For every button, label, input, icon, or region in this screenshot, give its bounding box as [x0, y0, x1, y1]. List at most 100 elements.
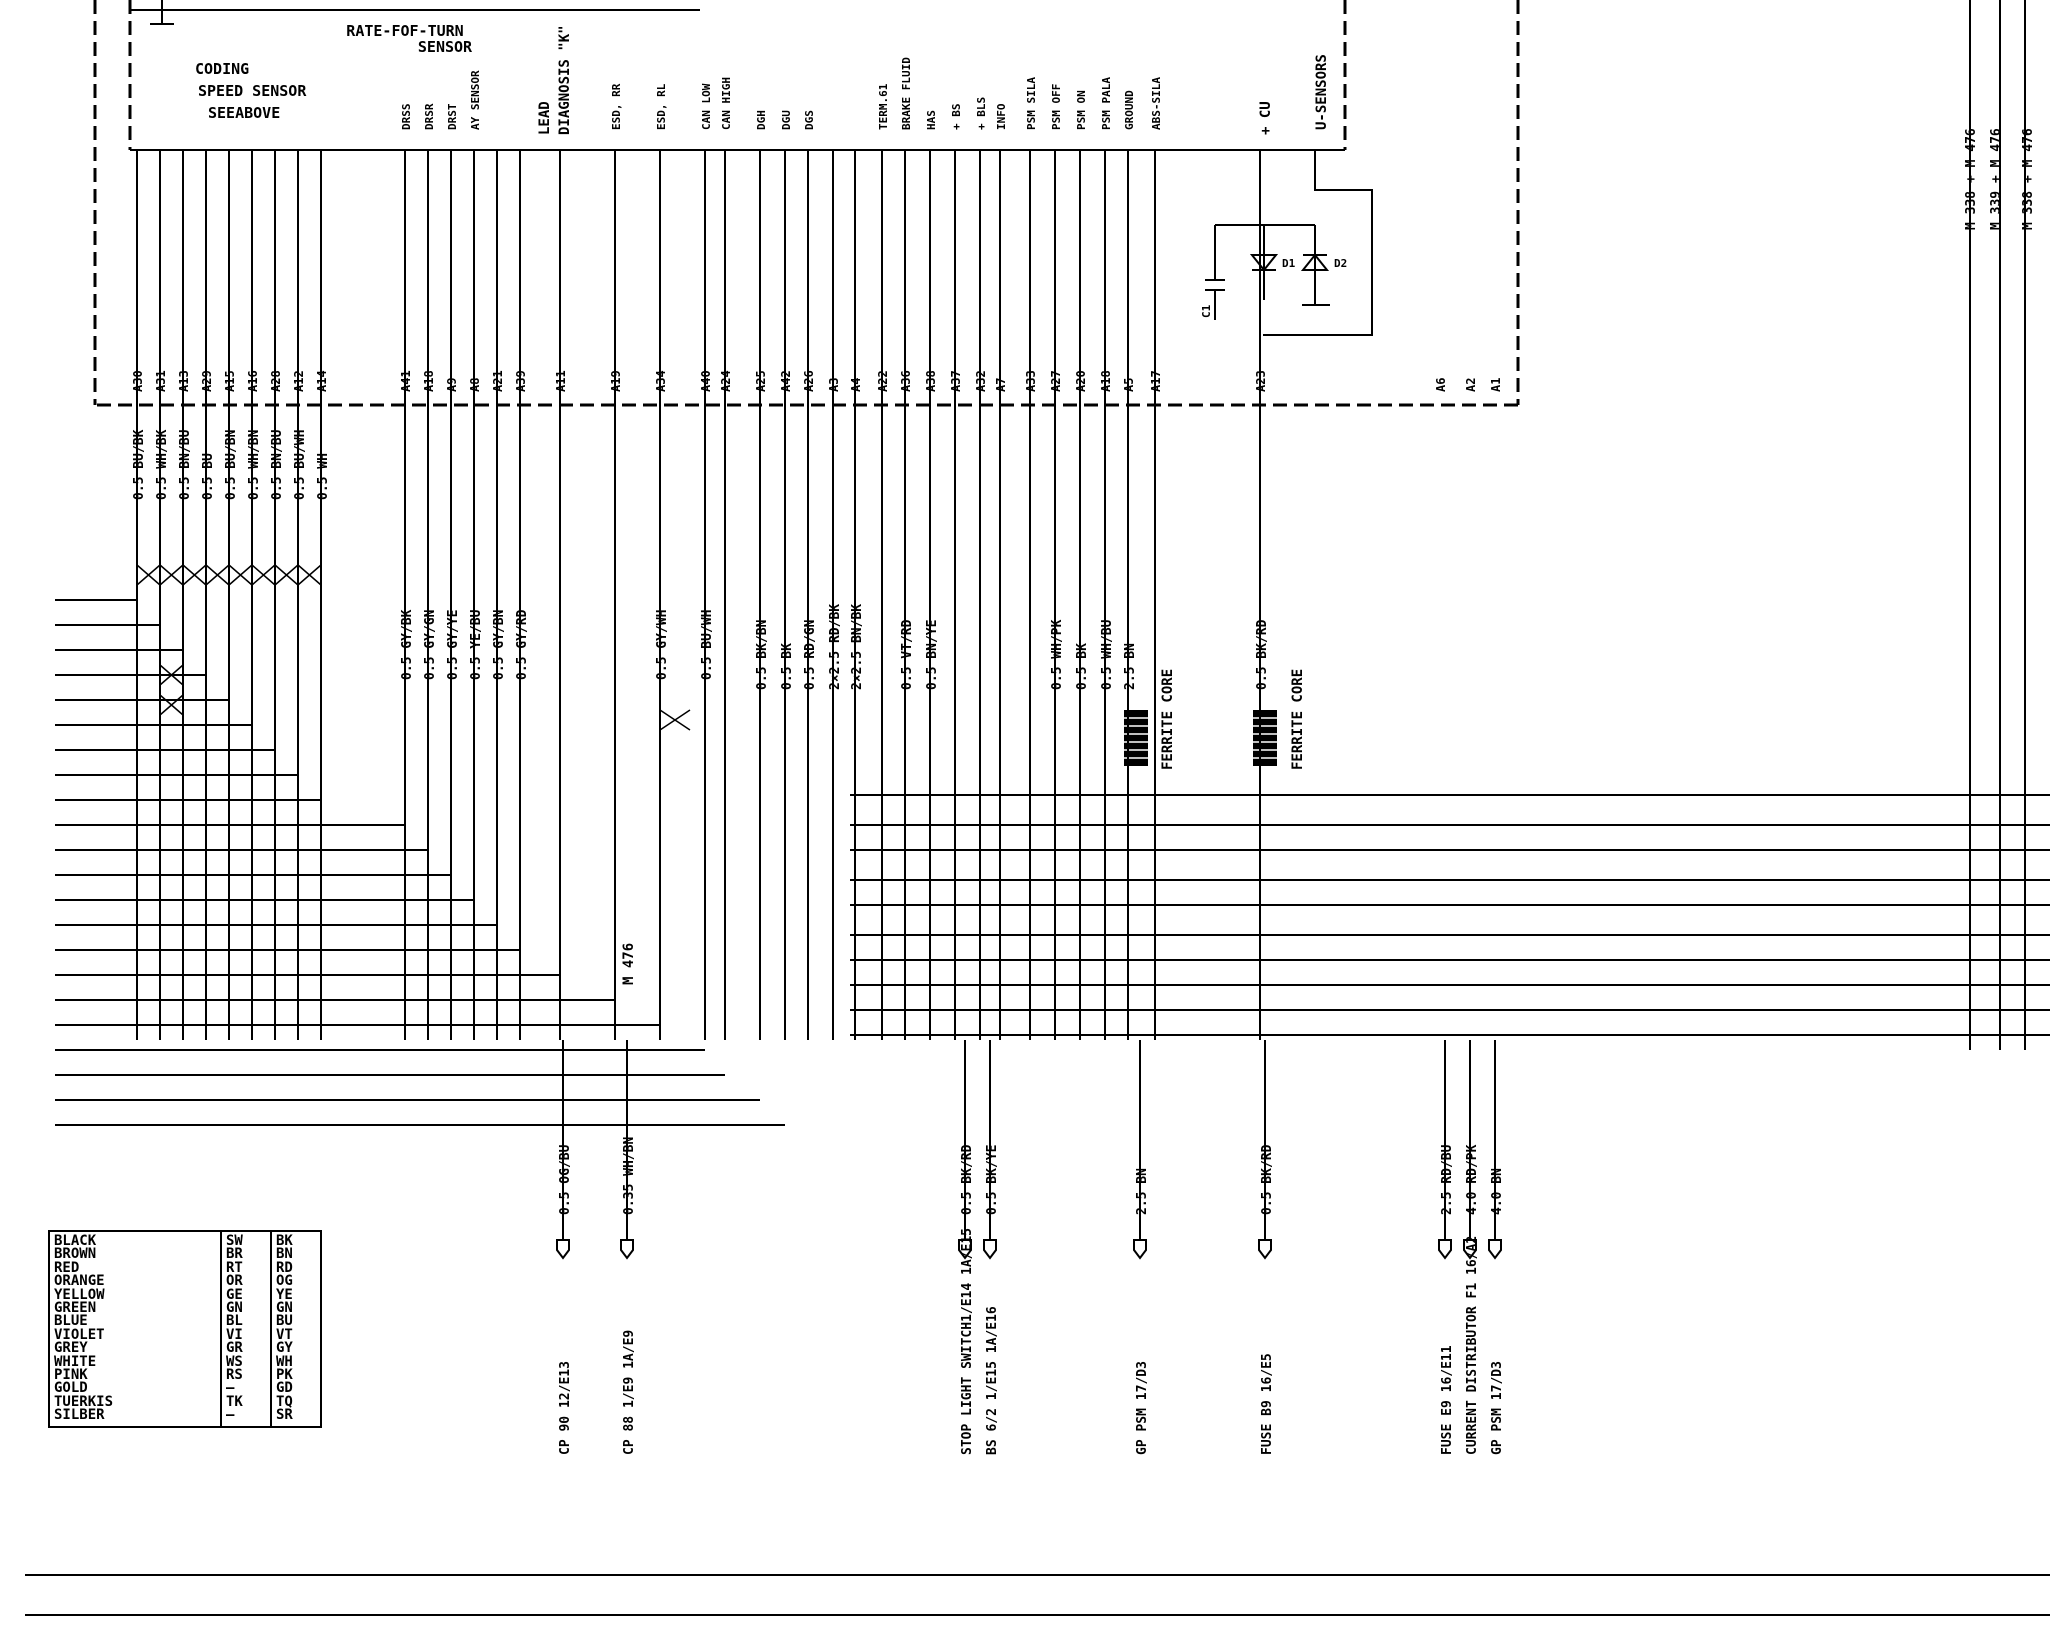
connector-terminal	[1258, 1239, 1272, 1260]
sensor-label: SENSOR	[418, 38, 473, 56]
wire-label: 0.5 BN/BU	[270, 429, 285, 500]
pin-function-label: BRAKE FLUID	[900, 57, 913, 130]
twist-marker	[297, 564, 322, 586]
legend-entry: GOLD	[54, 1380, 88, 1397]
wire-label: 0.5 GY/GN	[423, 609, 438, 680]
pin-function-label: PSM SILA	[1025, 77, 1038, 130]
connector-wire-label: 2.5 BN	[1135, 1168, 1150, 1215]
coding-label: CODING	[195, 60, 249, 78]
legend-entry: GY	[276, 1340, 293, 1357]
connector-destination-label: GP PSM 17/D3	[1490, 1361, 1505, 1455]
legend-entry: GN	[226, 1300, 243, 1317]
legend-entry: RED	[54, 1259, 80, 1276]
lead-label: LEAD	[537, 101, 553, 135]
connector-wire-label: 0.5 OG/BU	[558, 1144, 573, 1215]
legend-entry: BU	[276, 1313, 293, 1330]
legend-entry: GD	[276, 1380, 293, 1397]
legend-entry: PINK	[54, 1367, 88, 1384]
wire-label: 0.5 YE/BU	[469, 609, 484, 680]
legend-entry: GN	[276, 1300, 293, 1317]
svg-text:M 339 + M 476: M 339 + M 476	[1989, 128, 2004, 230]
connector-terminal	[983, 1239, 997, 1260]
pin-function-label: CAN HIGH	[720, 77, 733, 130]
twist-marker	[228, 564, 253, 586]
wire-label: 0.5 BK/BN	[755, 619, 770, 690]
wire-label: 0.5 WH/BK	[155, 429, 170, 500]
wire-label: 2×2.5 BN/BK	[850, 604, 865, 690]
pin-function-label: GROUND	[1123, 90, 1136, 130]
connector-terminal	[556, 1239, 570, 1260]
u-sensors-label: U-SENSORS	[1314, 54, 1330, 130]
wire-label: 0.5 WH/BU	[1100, 619, 1115, 690]
pin-function-label: DRST	[446, 103, 459, 130]
wire-label: 0.5 BU/WH	[293, 430, 308, 500]
components: FERRITE CORE FERRITE CORE C1 D1 D2 M 476	[621, 150, 1373, 985]
connector-wire-label: 2.5 RD/BU	[1440, 1144, 1455, 1215]
twist-marker	[205, 564, 230, 586]
wire-label: 0.5 GY/BN	[492, 609, 507, 680]
twist-marker	[274, 564, 299, 586]
wire-label: 0.5 BK/RD	[1255, 619, 1270, 690]
connector-destination-label: CURRENT DISTRIBUTOR F1 16/A2	[1465, 1236, 1480, 1455]
connector-terminal	[1133, 1239, 1147, 1260]
connector-terminal	[1438, 1239, 1452, 1260]
wire-label: 0.5 BN/YE	[925, 620, 940, 690]
pin-function-label: + BLS	[975, 97, 988, 130]
wire-label: 0.5 BK	[1075, 643, 1090, 690]
twist-marker	[159, 564, 184, 586]
pin-function-label: PSM OFF	[1050, 84, 1063, 130]
legend-entry: WHITE	[54, 1353, 97, 1370]
connector-terminal	[1488, 1239, 1502, 1260]
pin-function-label: TERM.61	[877, 83, 890, 130]
pin-function-label: PSM PALA	[1100, 77, 1113, 130]
twist-marker	[159, 664, 184, 716]
wire-label: 0.5 GY/BK	[400, 609, 415, 680]
pin-function-label: DRSS	[400, 104, 413, 131]
u-sensors-wire	[1263, 150, 1373, 336]
wire-label: 0.5 BU	[201, 453, 216, 500]
pin-function-label: DRSR	[423, 103, 436, 130]
diode-d1	[1249, 225, 1279, 300]
connector-wire-label: 0.5 BK/YE	[985, 1145, 1000, 1215]
pin-function-label: DGH	[755, 110, 768, 130]
wire-label: 0.5 RD/GN	[803, 619, 818, 690]
legend-entry: YE	[276, 1286, 293, 1303]
legend-entry: GREEN	[54, 1300, 97, 1317]
twist-marker	[136, 564, 161, 586]
pin-function-label: ABS-SILA	[1150, 77, 1163, 130]
wire-label: 0.5 WH/PK	[1050, 619, 1065, 690]
svg-text:M 338 + M 476: M 338 + M 476	[1964, 128, 1979, 230]
legend-entry: BLACK	[54, 1233, 97, 1249]
legend-entry: BR	[226, 1246, 243, 1263]
legend-entry: WH	[276, 1353, 293, 1370]
legend-entry: GR	[226, 1340, 243, 1357]
legend-entry: —	[226, 1407, 235, 1424]
legend-entry: BROWN	[54, 1246, 97, 1263]
diagnosis-label: DIAGNOSIS "K"	[557, 25, 573, 135]
svg-text:D2: D2	[1334, 257, 1347, 270]
pin-function-label: CAN LOW	[700, 83, 713, 130]
rate-of-turn-label: RATE-FOF-TURN	[346, 22, 463, 40]
legend-entry: VIOLET	[54, 1326, 105, 1343]
wire-label: 0.5 BU/BK	[132, 429, 147, 500]
pin-function-label: ESD, RL	[655, 83, 668, 130]
legend-entry: TK	[226, 1393, 243, 1410]
legend-entry: BL	[226, 1313, 243, 1330]
legend-entry: TUERKIS	[54, 1393, 114, 1410]
legend-entry: RT	[226, 1259, 243, 1276]
diode-d2	[1300, 225, 1330, 306]
legend-entry: SILBER	[54, 1407, 105, 1424]
legend-entry: ORANGE	[54, 1273, 105, 1290]
legend-entry: —	[226, 1380, 235, 1397]
ferrite-core-2	[1253, 710, 1277, 766]
connector-terminal	[620, 1239, 634, 1260]
connector-destination-label: FUSE B9 16/E5	[1260, 1353, 1275, 1455]
module-labels: RATE-FOF-TURN SENSOR CODING SPEED SENSOR…	[195, 22, 1330, 135]
wire-label: 0.5 BN/BU	[178, 429, 193, 500]
connector-wire-label: 4.0 RD/PK	[1465, 1144, 1480, 1215]
legend-entry: SR	[276, 1407, 293, 1424]
pin-function-label: INFO	[995, 103, 1008, 130]
legend-entry: TQ	[276, 1393, 293, 1410]
